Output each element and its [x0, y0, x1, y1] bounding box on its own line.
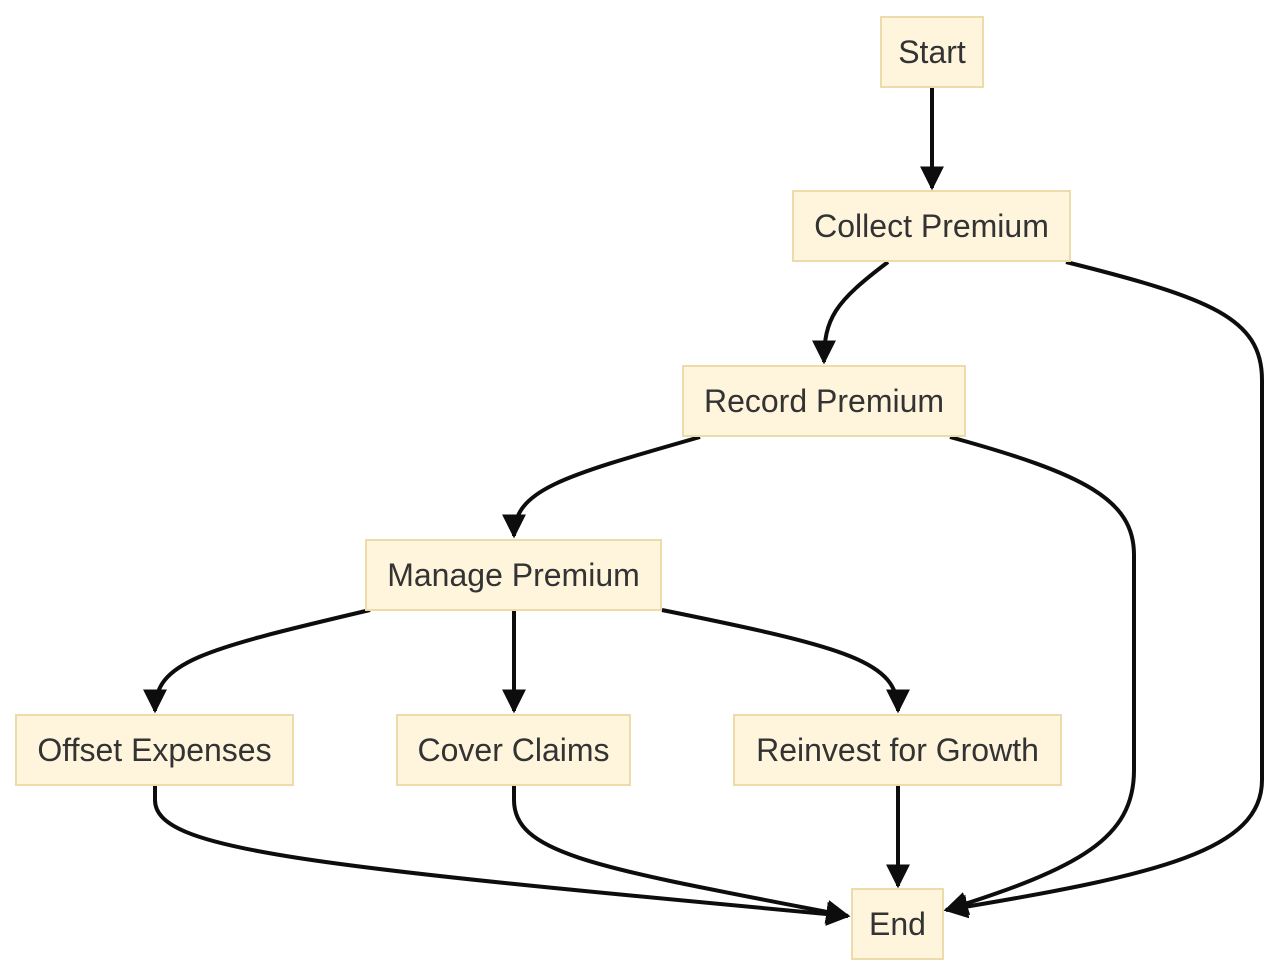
edge-manage-to-offset — [143, 608, 371, 714]
node-record-premium-label: Record Premium — [704, 383, 944, 419]
node-offset-expenses-box — [15, 714, 294, 786]
node-end: End — [851, 888, 944, 960]
node-start-box — [880, 16, 984, 88]
node-record-premium-box — [682, 365, 966, 437]
node-cover-claims-box — [396, 714, 631, 786]
node-collect-premium-label: Collect Premium — [814, 208, 1049, 244]
edge-collect-to-end — [943, 260, 1264, 919]
node-record-premium: Record Premium — [682, 365, 966, 437]
node-manage-premium: Manage Premium — [365, 539, 662, 611]
node-reinvest-for-growth: Reinvest for Growth — [733, 714, 1062, 786]
node-cover-claims: Cover Claims — [396, 714, 631, 786]
node-start-label: Start — [898, 34, 966, 70]
node-end-box — [851, 888, 944, 960]
node-cover-claims-label: Cover Claims — [417, 732, 609, 768]
node-end-label: End — [869, 906, 926, 942]
node-collect-premium-box — [792, 190, 1071, 262]
node-reinvest-for-growth-label: Reinvest for Growth — [756, 732, 1039, 768]
node-manage-premium-box — [365, 539, 662, 611]
edge-claims-to-end — [512, 786, 851, 924]
node-offset-expenses: Offset Expenses — [15, 714, 294, 786]
edge-offset-to-end — [153, 786, 851, 926]
node-start: Start — [880, 16, 984, 88]
node-reinvest-for-growth-box — [733, 714, 1062, 786]
edge-record-to-end — [943, 435, 1136, 915]
edge-collect-to-record — [812, 260, 890, 365]
edge-manage-to-reinvest — [661, 608, 910, 714]
edges — [143, 88, 1264, 926]
edge-record-to-manage — [502, 435, 701, 539]
node-collect-premium: Collect Premium — [792, 190, 1071, 262]
node-offset-expenses-label: Offset Expenses — [37, 732, 271, 768]
node-manage-premium-label: Manage Premium — [387, 557, 640, 593]
